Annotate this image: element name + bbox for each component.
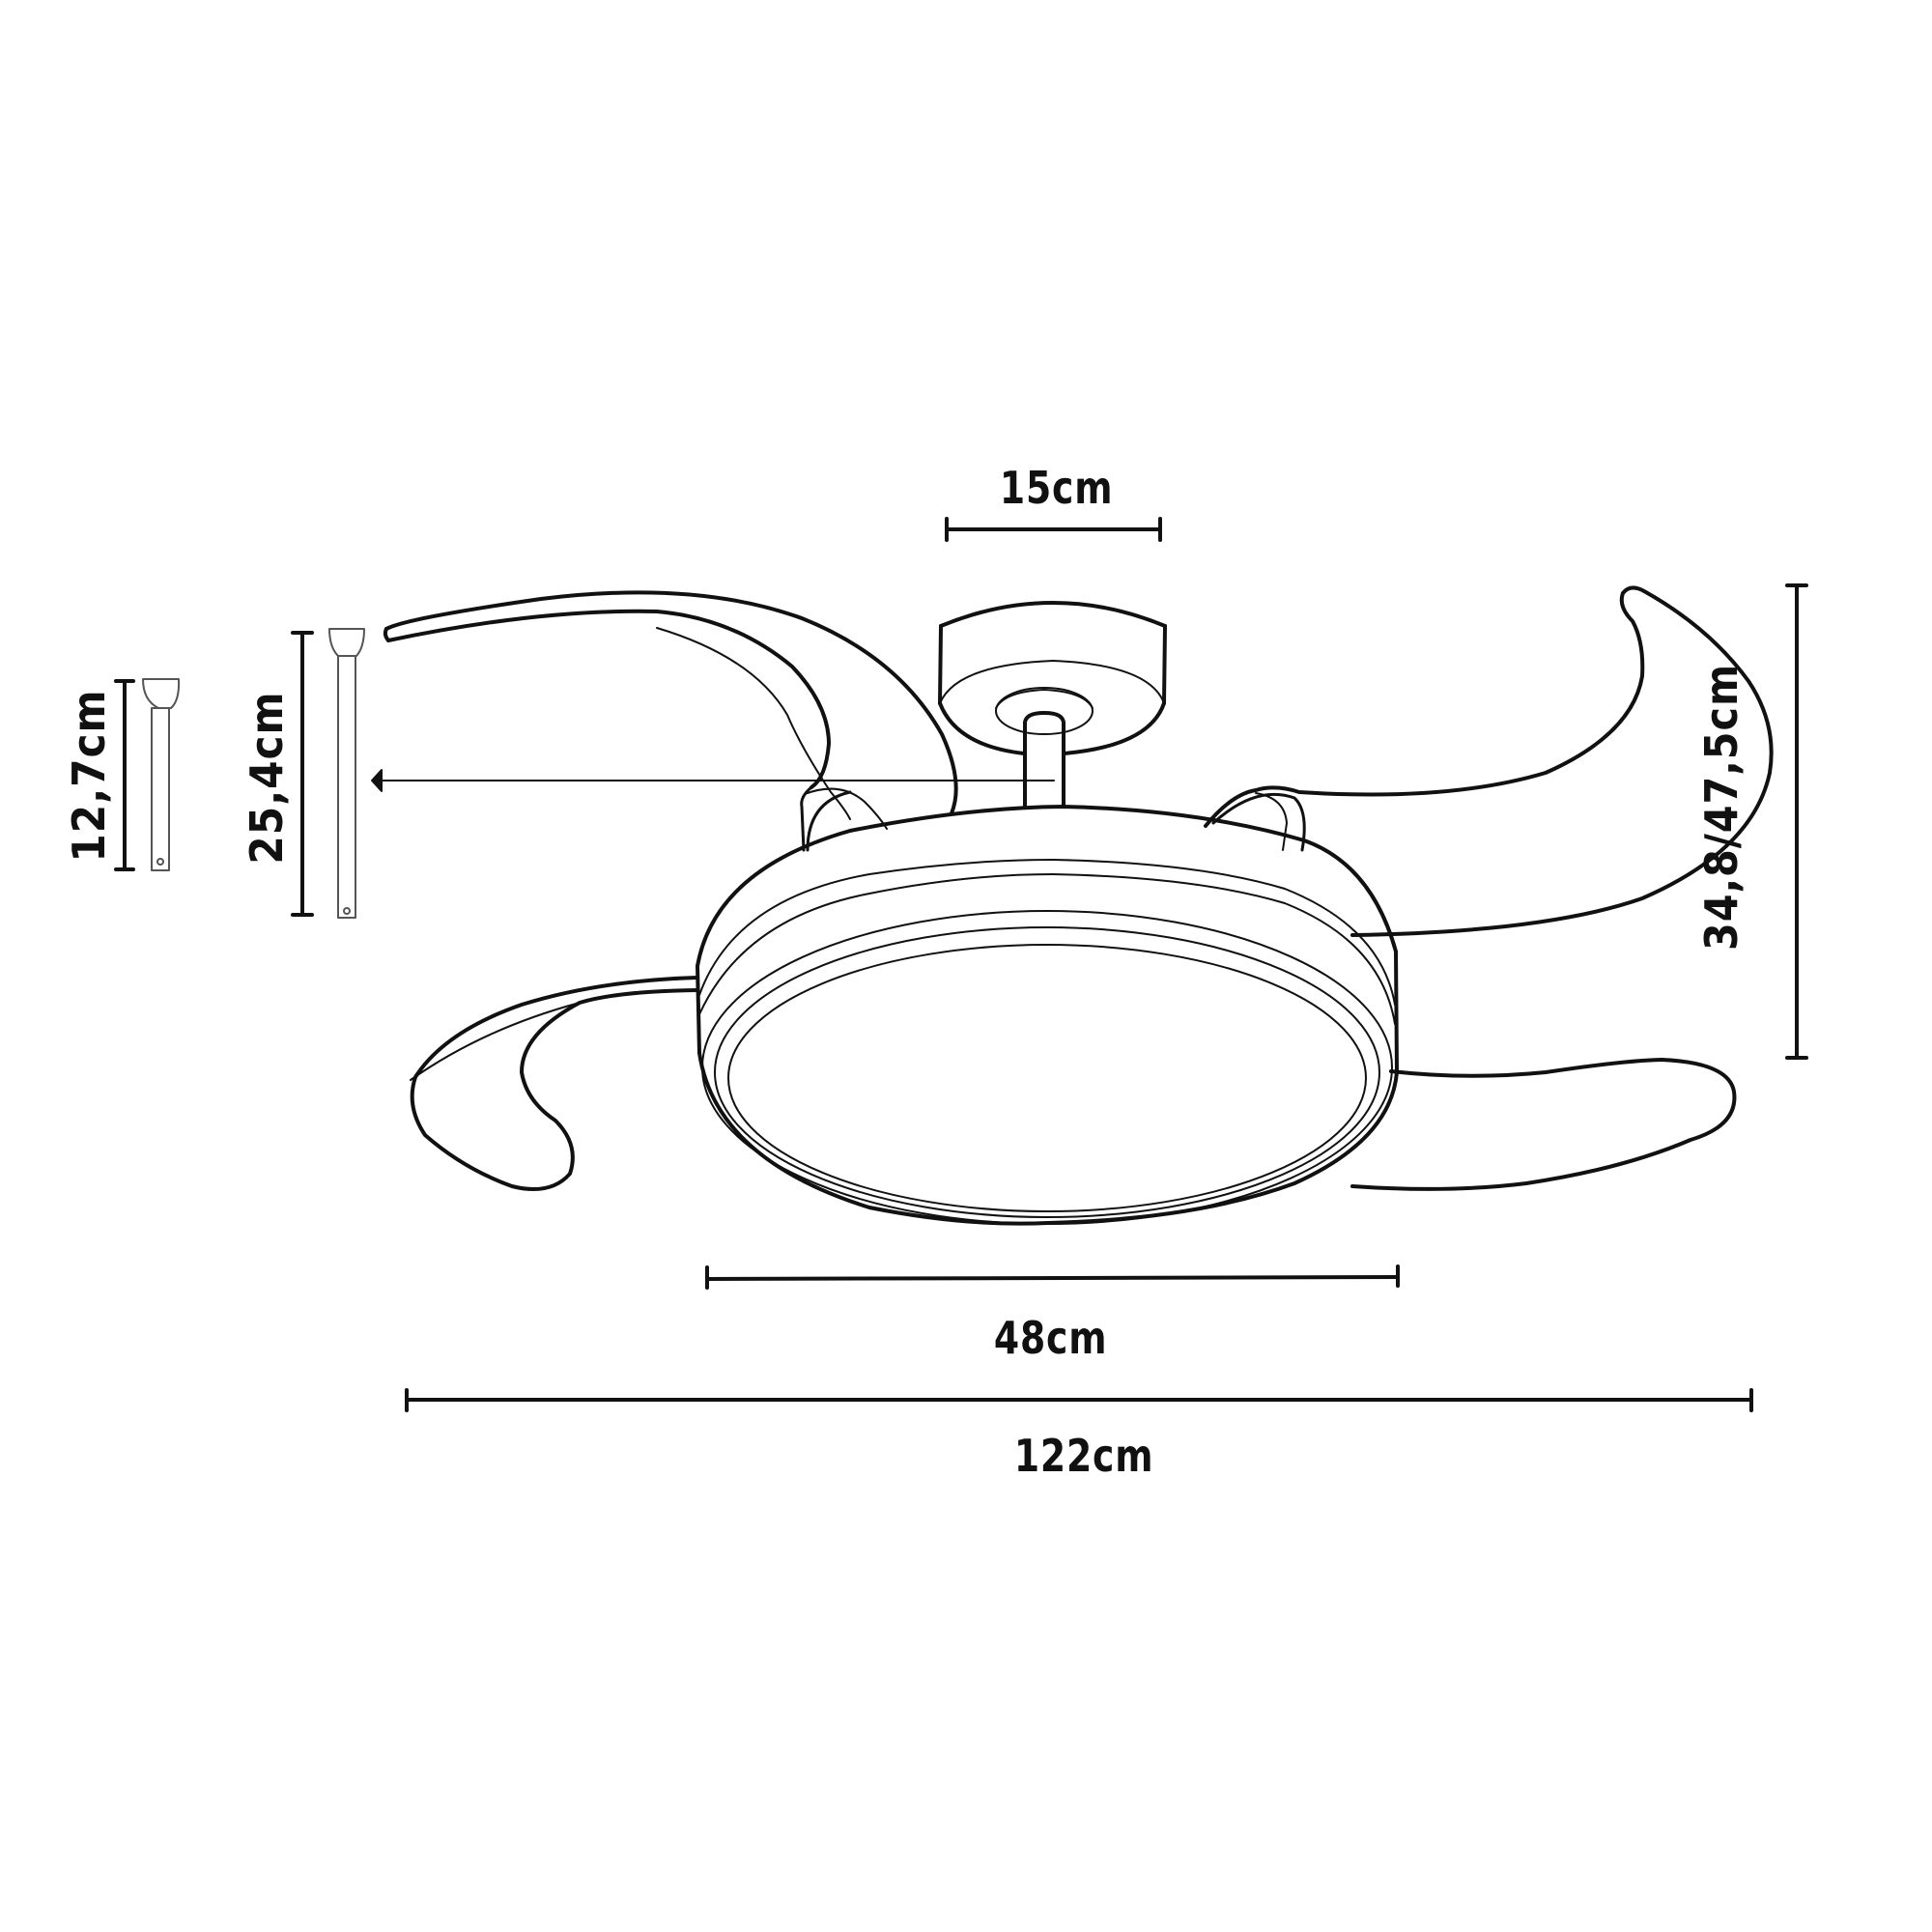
dimension-total-span (405, 1388, 1753, 1412)
canopy-bottom (939, 660, 1165, 735)
blade-upper-right-detail (1255, 792, 1288, 851)
blade-mounts (806, 790, 1306, 852)
blade-upper-right (1204, 585, 1774, 937)
label-downrod-long: 25,4cm (241, 691, 293, 865)
blade-upper-left-detail (656, 627, 888, 830)
dimension-light-diameter (705, 1264, 1400, 1290)
label-total-span: 122cm (1013, 1430, 1154, 1482)
label-canopy-width: 15cm (999, 462, 1114, 514)
label-downrod-short: 12,7cm (63, 689, 115, 863)
canopy (938, 601, 1167, 755)
blade-upper-left (383, 590, 958, 852)
blade-lower-right (1350, 1058, 1737, 1191)
blade-lower-left-detail (410, 1002, 581, 1081)
downrod-short-illustration (142, 678, 181, 871)
light-rings (698, 859, 1396, 1225)
dimension-downrod-long (291, 631, 314, 917)
dimension-downrod-short (114, 679, 135, 871)
label-height: 34,8/47,5cm (1695, 664, 1747, 951)
downrod (1023, 711, 1065, 809)
blade-lower-left (410, 976, 699, 1191)
downrod-long-illustration (328, 628, 365, 919)
label-light-diameter: 48cm (993, 1312, 1108, 1364)
dimension-height (1785, 583, 1808, 1060)
dimension-canopy-width (945, 517, 1162, 542)
downrod-pointer-arrow (371, 769, 1055, 792)
motor-housing (696, 805, 1399, 1226)
